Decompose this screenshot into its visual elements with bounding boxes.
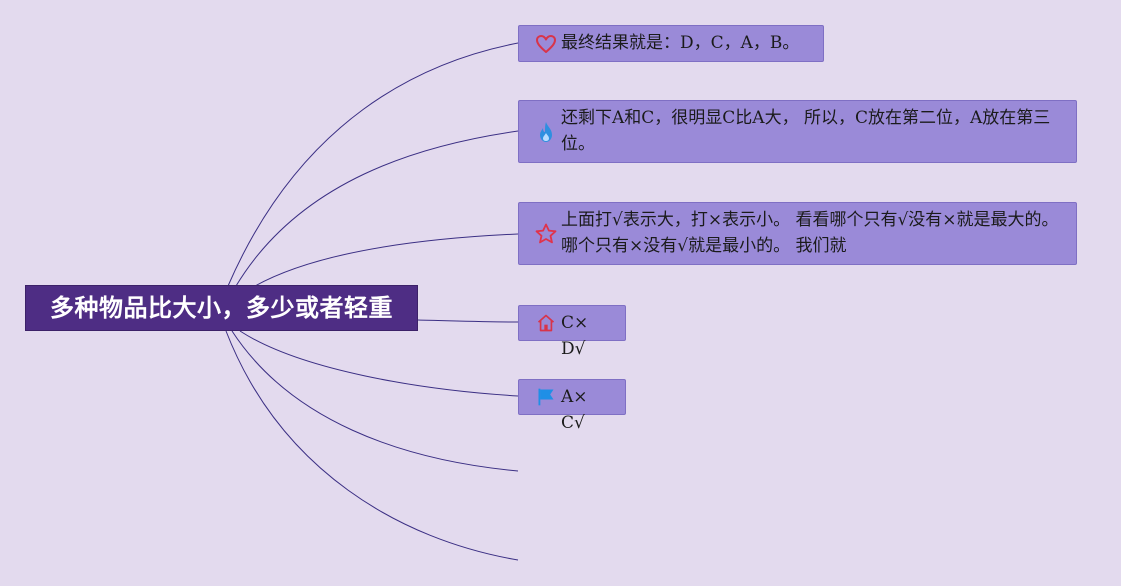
root-topic[interactable]: 多种物品比大小，多少或者轻重 [25,285,418,331]
topic-remaining[interactable]: 还剩下A和C，很明显C比A大， 所以，C放在第二位，A放在第三位。 [518,100,1077,163]
topic-text: 还剩下A和C，很明显C比A大， 所以，C放在第二位，A放在第三位。 [561,108,1051,154]
topic-c-d[interactable]: C× D√ [518,305,626,359]
flame-icon [534,120,558,144]
house-icon [536,313,556,333]
connector-4 [417,319,519,323]
topic-text: 上面打√表示大，打×表示小。 看看哪个只有√没有×就是最大的。 哪个只有×没有√… [561,210,1059,256]
topic-text: C× D√ [561,313,589,359]
star-icon [534,222,558,246]
connector-3 [254,233,519,287]
connector-2 [235,130,519,287]
connector-7 [225,330,519,561]
topic-a-c[interactable]: A× C√ [518,379,626,433]
flag-icon [536,387,556,407]
topic-final-result[interactable]: 最终结果就是：D，C，A，B。 [518,25,824,62]
heart-icon [534,32,558,56]
topic-marking-rule[interactable]: 上面打√表示大，打×表示小。 看看哪个只有√没有×就是最大的。 哪个只有×没有√… [518,202,1077,265]
topic-text: A× C√ [561,387,588,433]
connector-6 [231,330,519,472]
connector-1 [227,42,519,287]
connector-5 [239,330,519,397]
topic-text: 最终结果就是：D，C，A，B。 [561,33,800,53]
